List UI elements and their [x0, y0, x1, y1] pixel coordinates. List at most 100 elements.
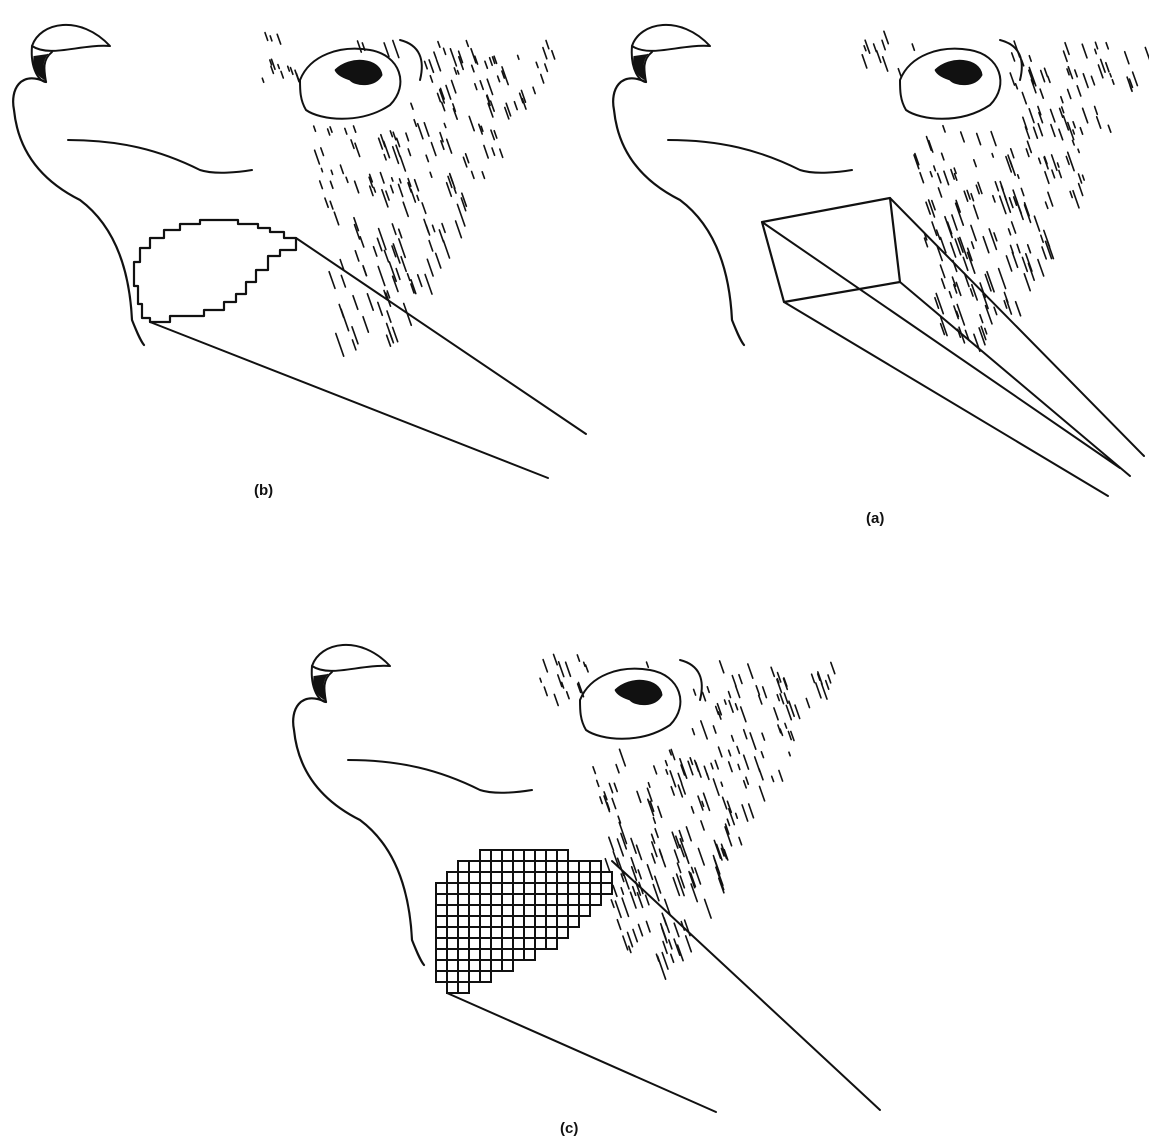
hair-stroke: [330, 127, 332, 132]
hair-stroke: [930, 172, 932, 177]
hair-stroke: [638, 870, 641, 879]
hair-stroke: [1024, 274, 1030, 291]
grid-cell: [546, 861, 557, 872]
hair-stroke: [744, 781, 747, 788]
hair-stroke: [1029, 109, 1034, 123]
hair-stroke: [540, 678, 541, 682]
hair-stroke: [384, 250, 388, 262]
hair-stroke: [701, 821, 704, 830]
grid-cell: [524, 883, 535, 894]
hair-stroke: [671, 954, 674, 962]
hair-stroke: [690, 758, 692, 765]
hair-stroke: [780, 694, 784, 704]
grid-cell: [469, 971, 480, 982]
hair-stroke: [713, 726, 716, 733]
hair-stroke: [291, 68, 293, 75]
hair-stroke: [1064, 51, 1068, 61]
grid-cell: [513, 872, 524, 883]
hair-stroke: [940, 265, 944, 277]
hair-stroke: [1042, 247, 1046, 259]
grid-cell: [546, 938, 557, 949]
hair-stroke: [682, 784, 686, 794]
grid-cell: [546, 916, 557, 927]
hair-stroke: [554, 694, 558, 705]
hair-stroke: [1012, 222, 1016, 233]
hair-stroke: [648, 783, 650, 788]
panel-c-drawing: [280, 620, 900, 1140]
hair-stroke: [438, 93, 441, 101]
hair-stroke: [321, 169, 322, 172]
hair-stroke: [328, 129, 330, 135]
grid-cell: [557, 905, 568, 916]
hair-stroke: [620, 749, 626, 766]
grid-cell: [524, 938, 535, 949]
hair-stroke: [631, 839, 636, 854]
hair-stroke: [401, 257, 406, 272]
hair-stroke: [736, 813, 738, 818]
hair-stroke: [951, 170, 954, 180]
hair-stroke: [387, 335, 391, 346]
hair-stroke: [736, 686, 740, 698]
hair-stroke: [363, 266, 367, 276]
hair-stroke: [426, 155, 428, 161]
hair-stroke: [1095, 42, 1097, 49]
grid-cell: [469, 861, 480, 872]
hair-stroke: [487, 79, 492, 94]
hair-stroke: [1097, 117, 1101, 128]
grid-cell: [436, 938, 447, 949]
hair-stroke: [424, 219, 429, 232]
hair-stroke: [695, 868, 701, 884]
hair-stroke: [1025, 205, 1031, 223]
hair-stroke: [378, 267, 385, 286]
hair-stroke: [1133, 72, 1138, 86]
grid-cell: [447, 938, 458, 949]
hair-stroke: [567, 692, 569, 699]
face-profile: [13, 78, 144, 345]
hair-stroke: [616, 765, 619, 773]
hair-stroke: [392, 224, 396, 235]
hair-stroke: [607, 803, 609, 810]
grid-cell: [491, 861, 502, 872]
grid-cell: [535, 850, 546, 861]
beam-edge-2: [900, 282, 1130, 476]
grid-cell: [447, 916, 458, 927]
hair-stroke: [1073, 130, 1074, 134]
hair-stroke: [355, 143, 360, 156]
hair-stroke: [458, 71, 459, 74]
grid-cell: [447, 883, 458, 894]
hair-stroke: [862, 55, 867, 68]
hair-stroke: [831, 662, 835, 673]
hair-stroke: [277, 34, 281, 44]
grid-cell: [480, 850, 491, 861]
hair-stroke: [1029, 56, 1031, 62]
grid-cell: [601, 883, 612, 894]
grid-cell: [513, 916, 524, 927]
grid-cell: [502, 872, 513, 883]
hair-stroke: [355, 181, 359, 193]
hair-stroke: [431, 143, 436, 156]
hair-stroke: [974, 205, 979, 218]
hair-stroke: [951, 243, 956, 257]
ear-outline: [900, 49, 1000, 119]
grid-cell: [546, 905, 557, 916]
grid-cell: [480, 861, 491, 872]
hair-stroke: [1106, 63, 1109, 72]
grid-cell: [513, 949, 524, 960]
grid-cell: [447, 982, 458, 993]
hair-stroke: [378, 302, 383, 315]
hair-stroke: [963, 257, 968, 270]
grid-cell: [491, 927, 502, 938]
hair-stroke: [748, 664, 753, 678]
hair-stroke: [439, 230, 443, 242]
hair-stroke: [779, 771, 783, 782]
hair-stroke: [414, 120, 416, 127]
grid-cell: [502, 916, 513, 927]
grid-cell: [535, 927, 546, 938]
grid-cell: [590, 894, 601, 905]
hair-stroke: [609, 837, 614, 850]
grid-cell: [458, 927, 469, 938]
hair-stroke: [812, 674, 815, 682]
grid-cell: [480, 894, 491, 905]
hair-stroke: [633, 930, 637, 942]
hair-stroke: [472, 65, 474, 72]
